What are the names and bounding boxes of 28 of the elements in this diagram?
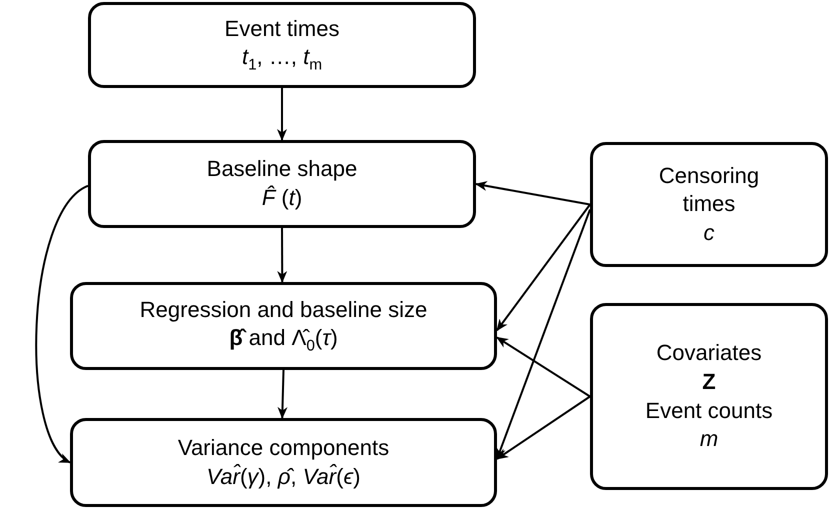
arrow (278, 370, 288, 419)
process-box (590, 142, 828, 267)
arrow (496, 204, 591, 332)
box-text: Z (702, 368, 716, 396)
box-title: Covariates (656, 339, 762, 368)
box-text: F̂ (t) (262, 184, 302, 212)
box-title: Regression and baseline size (140, 296, 428, 324)
process-box (88, 2, 476, 88)
box-text: β̂ and Λ̂$_{0}$(τ) (229, 324, 338, 356)
arrow (496, 336, 591, 398)
box-text: t$_{1}$, …, t$_{m}$ (242, 43, 322, 76)
box-text: m (700, 425, 718, 454)
process-box (70, 418, 497, 507)
box-text: Event counts (645, 396, 773, 424)
box-text: Var̂(γ), ρ̂, Var̂(ϵ) (206, 462, 360, 491)
box-title: Event times (224, 14, 340, 42)
box-title: Baseline shape (206, 155, 358, 184)
process-box (70, 282, 497, 370)
arrow (496, 396, 591, 460)
box-text: c (704, 218, 714, 247)
arrow (35, 184, 89, 464)
arrow (277, 228, 288, 283)
process-box (590, 303, 828, 490)
box-title: Variance components (178, 434, 390, 462)
process-box (88, 140, 476, 228)
arrow (475, 181, 590, 206)
arrow (277, 88, 287, 141)
arrow (496, 209, 591, 460)
